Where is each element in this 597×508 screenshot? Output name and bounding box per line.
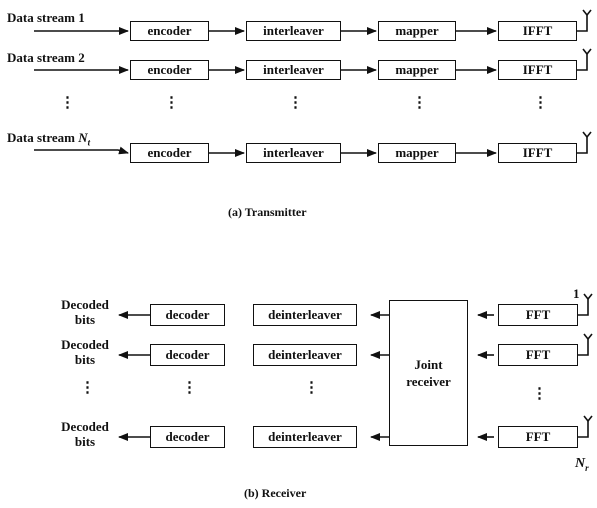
tx-interleaver-2: interleaver bbox=[246, 60, 341, 80]
rx-antenna-1-label: 1 bbox=[573, 286, 580, 301]
tx-mapper-2: mapper bbox=[378, 60, 456, 80]
tx-row1-antenna-feed bbox=[577, 14, 588, 32]
tx-ellipsis-mapper: ⋮ bbox=[412, 95, 427, 111]
rx-fft-1: FFT bbox=[498, 304, 578, 326]
rx-decoder-2: decoder bbox=[150, 344, 225, 366]
tx-ifft-1: IFFT bbox=[498, 21, 577, 41]
tx-row2-antenna-feed bbox=[577, 53, 588, 71]
tx-encoder-2: encoder bbox=[130, 60, 209, 80]
tx-ellipsis-interleaver: ⋮ bbox=[288, 95, 303, 111]
tx-stream-1-label: Data stream 1 bbox=[7, 10, 85, 25]
tx-rowN-input-arrow bbox=[34, 146, 129, 155]
rx-deinterleaver-n: deinterleaver bbox=[253, 426, 357, 448]
tx-mapper-1: mapper bbox=[378, 21, 456, 41]
tx-mapper-n: mapper bbox=[378, 143, 456, 163]
rx-row2-antenna-feed bbox=[578, 338, 589, 356]
tx-interleaver-n: interleaver bbox=[246, 143, 341, 163]
tx-ellipsis-encoder: ⋮ bbox=[164, 95, 179, 111]
tx-ellipsis-ifft: ⋮ bbox=[533, 95, 548, 111]
transmitter-caption: (a) Transmitter bbox=[228, 205, 307, 219]
rx-ellipsis-outputs: ⋮ bbox=[80, 380, 95, 396]
tx-stream-2-label: Data stream 2 bbox=[7, 50, 85, 65]
rx-fft-2: FFT bbox=[498, 344, 578, 366]
rx-decoder-n: decoder bbox=[150, 426, 225, 448]
rx-ellipsis-decoder: ⋮ bbox=[182, 380, 197, 396]
rx-rowN-antenna-feed bbox=[578, 420, 589, 438]
rx-deinterleaver-1: deinterleaver bbox=[253, 304, 357, 326]
tx-encoder-1: encoder bbox=[130, 21, 209, 41]
rx-ellipsis-fft: ⋮ bbox=[532, 386, 547, 402]
rx-deinterleaver-2: deinterleaver bbox=[253, 344, 357, 366]
tx-rowN-antenna-feed bbox=[577, 136, 588, 154]
rx-antenna-n-label: Nr bbox=[575, 456, 589, 473]
rx-joint-receiver: Joint receiver bbox=[389, 300, 468, 446]
tx-stream-n-label: Data stream Nt bbox=[7, 130, 91, 148]
rx-row1-antenna-feed bbox=[578, 298, 589, 316]
receiver-caption: (b) Receiver bbox=[244, 486, 307, 500]
tx-ifft-n: IFFT bbox=[498, 143, 577, 163]
tx-interleaver-1: interleaver bbox=[246, 21, 341, 41]
tx-encoder-n: encoder bbox=[130, 143, 209, 163]
rx-decoder-1: decoder bbox=[150, 304, 225, 326]
tx-ellipsis-streams: ⋮ bbox=[60, 95, 75, 111]
rx-ellipsis-deinterleaver: ⋮ bbox=[304, 380, 319, 396]
tx-ifft-2: IFFT bbox=[498, 60, 577, 80]
rx-fft-n: FFT bbox=[498, 426, 578, 448]
